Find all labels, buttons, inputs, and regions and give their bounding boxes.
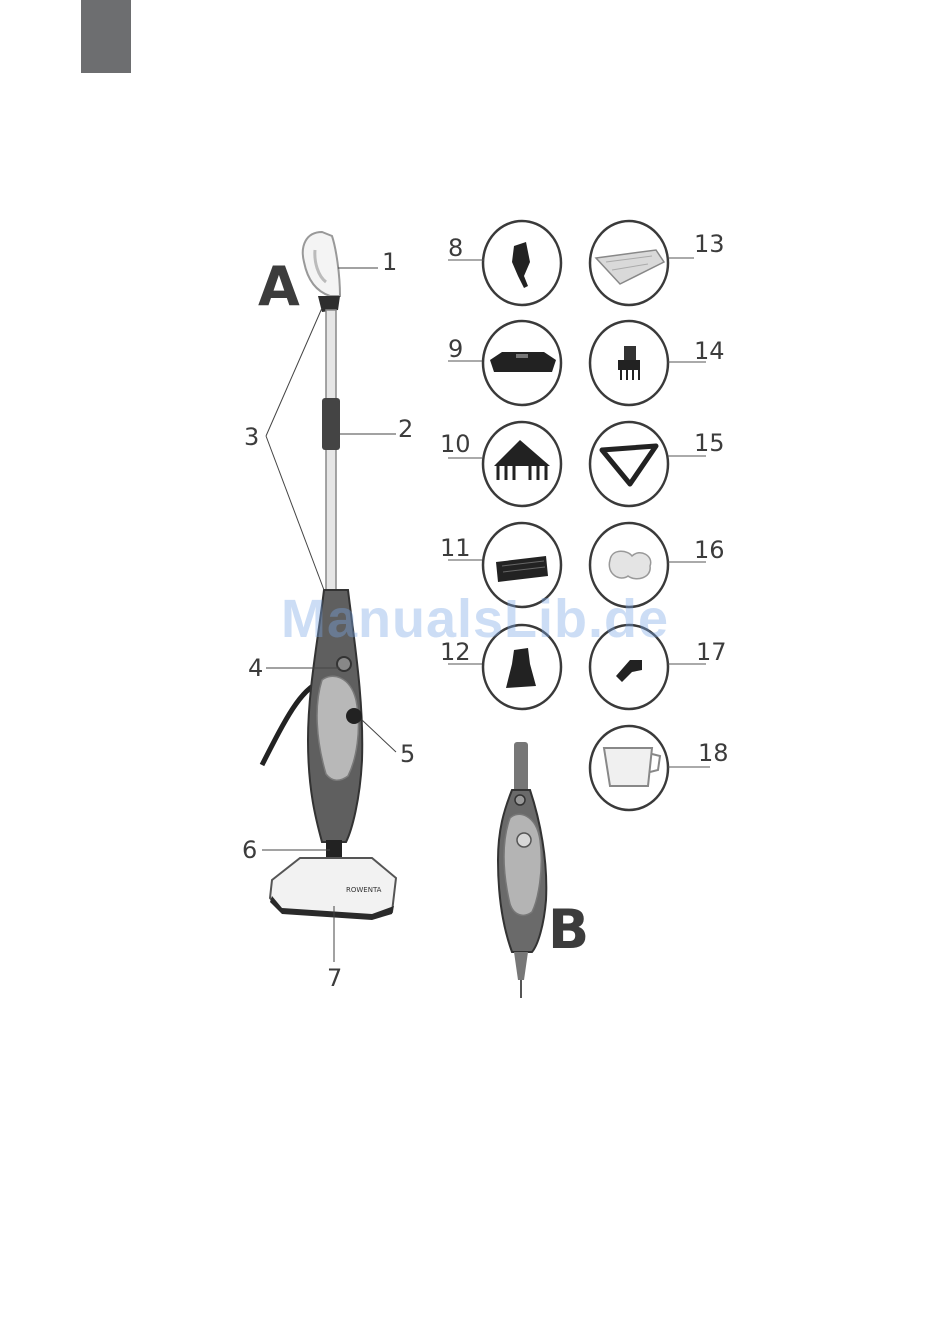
floor-head-icon xyxy=(490,352,556,372)
flat-brush-icon xyxy=(496,556,548,582)
callout-2: 2 xyxy=(398,415,413,443)
angled-nozzle-icon xyxy=(506,648,536,688)
callout-15: 15 xyxy=(694,429,725,457)
watermark: ManualsLib.de xyxy=(0,588,950,650)
figure-label-b: B xyxy=(548,898,589,961)
callout-8: 8 xyxy=(448,234,463,262)
callout-11: 11 xyxy=(440,534,471,562)
carpet-glider-icon xyxy=(602,446,656,484)
steam-mop-illustration: ROWENTA xyxy=(262,232,396,920)
callout-16: 16 xyxy=(694,536,725,564)
leader-lines-accessories xyxy=(448,258,710,767)
callout-14: 14 xyxy=(694,337,725,365)
triangle-brush-icon xyxy=(494,440,550,480)
callout-6: 6 xyxy=(242,836,257,864)
callout-10: 10 xyxy=(440,430,471,458)
callout-9: 9 xyxy=(448,335,463,363)
round-brush-icon xyxy=(618,346,640,380)
callout-3: 3 xyxy=(244,423,259,451)
elbow-nozzle-icon xyxy=(616,660,642,682)
nozzle-icon xyxy=(512,242,530,288)
svg-text:ROWENTA: ROWENTA xyxy=(346,886,382,894)
callout-4: 4 xyxy=(248,654,263,682)
callout-13: 13 xyxy=(694,230,725,258)
cloth-cover-icon xyxy=(609,551,650,579)
callout-18: 18 xyxy=(698,739,729,767)
accessory-circles xyxy=(483,221,668,810)
callout-5: 5 xyxy=(400,740,415,768)
microfiber-pad-icon xyxy=(596,250,664,284)
figure-label-a: A xyxy=(258,255,300,318)
callout-1: 1 xyxy=(382,248,397,276)
measuring-cup-icon xyxy=(604,748,660,786)
callout-7: 7 xyxy=(327,964,342,992)
handheld-unit-illustration xyxy=(498,742,546,998)
